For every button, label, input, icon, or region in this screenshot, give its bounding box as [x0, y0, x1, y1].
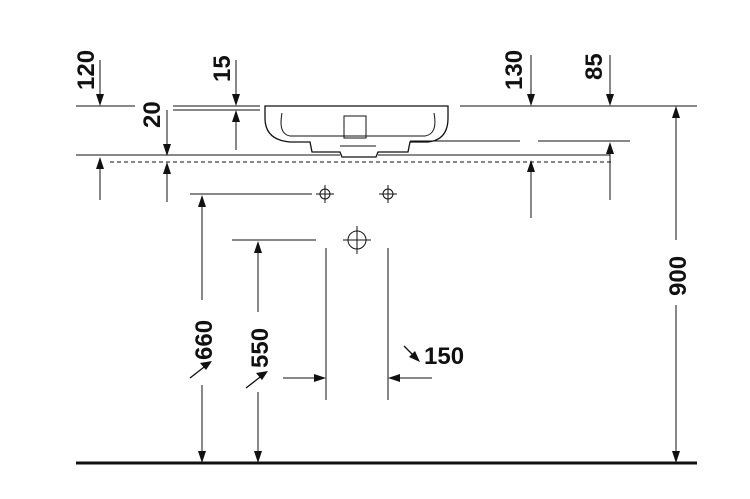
dimension-120: 120 [73, 50, 104, 200]
dimension-85: 85 [581, 53, 614, 200]
dimension-130: 130 [501, 50, 535, 218]
washbasin [264, 105, 449, 158]
dimension-label-15: 15 [209, 55, 236, 82]
dimension-550: 550 [245, 241, 274, 463]
supply-connection-left [190, 185, 334, 203]
dimension-150: 150 [283, 248, 464, 400]
dimension-label-150: 150 [424, 343, 464, 370]
dimension-label-130: 130 [501, 50, 528, 90]
dimension-660: 660 [189, 195, 218, 463]
dimension-label-900: 900 [665, 256, 692, 296]
dimension-900: 900 [665, 106, 692, 463]
dimension-label-550: 550 [247, 328, 274, 368]
dimension-label-120: 120 [73, 50, 100, 90]
dimension-label-660: 660 [191, 320, 218, 360]
dimension-label-85: 85 [581, 53, 608, 80]
waste-connection [232, 226, 371, 254]
supply-connection-right [379, 185, 397, 203]
dimension-label-20: 20 [139, 101, 166, 128]
dimension-15: 15 [209, 55, 240, 150]
dimension-20: 20 [139, 101, 171, 202]
